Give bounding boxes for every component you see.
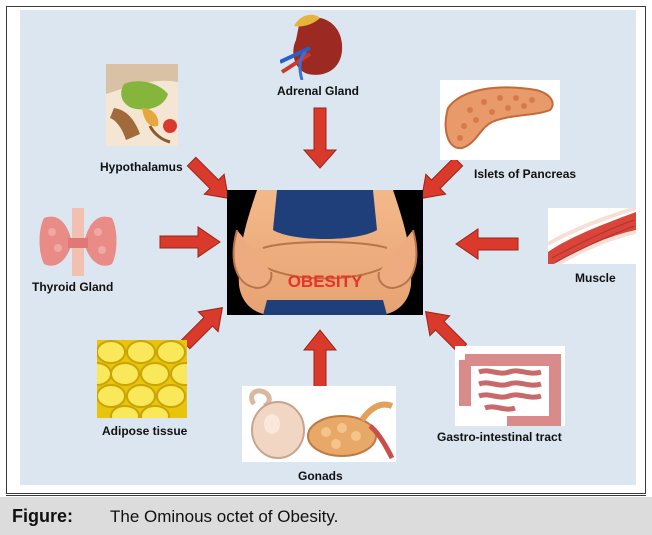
label-adrenal: Adrenal Gland — [277, 84, 359, 98]
caption-text: The Ominous octet of Obesity. — [110, 507, 338, 527]
arrow-gonads — [304, 330, 336, 392]
label-gonads: Gonads — [298, 469, 343, 483]
label-pancreas: Islets of Pancreas — [474, 167, 576, 181]
adipose-image — [97, 340, 187, 418]
gonads-image — [242, 386, 396, 462]
arrow-muscle — [456, 229, 518, 259]
caption-divider — [6, 495, 646, 496]
arrow-adrenal — [304, 108, 336, 168]
obesity-center-image: OBESITY — [227, 190, 423, 315]
pancreas-image — [440, 80, 560, 160]
center-label: OBESITY — [288, 272, 363, 291]
label-hypothalamus: Hypothalamus — [100, 160, 183, 174]
label-thyroid: Thyroid Gland — [32, 280, 113, 294]
thyroid-image — [38, 208, 118, 276]
hypothalamus-image — [106, 64, 178, 146]
gi-tract-image — [455, 346, 565, 426]
caption-label: Figure: — [12, 506, 73, 527]
caption-bar: Figure: The Ominous octet of Obesity. — [0, 497, 652, 535]
arrow-thyroid — [160, 227, 220, 257]
label-adipose: Adipose tissue — [102, 424, 187, 438]
muscle-image — [548, 208, 636, 264]
label-gi: Gastro-intestinal tract — [437, 430, 562, 444]
adrenal-gland-image — [280, 12, 355, 80]
label-muscle: Muscle — [575, 271, 616, 285]
